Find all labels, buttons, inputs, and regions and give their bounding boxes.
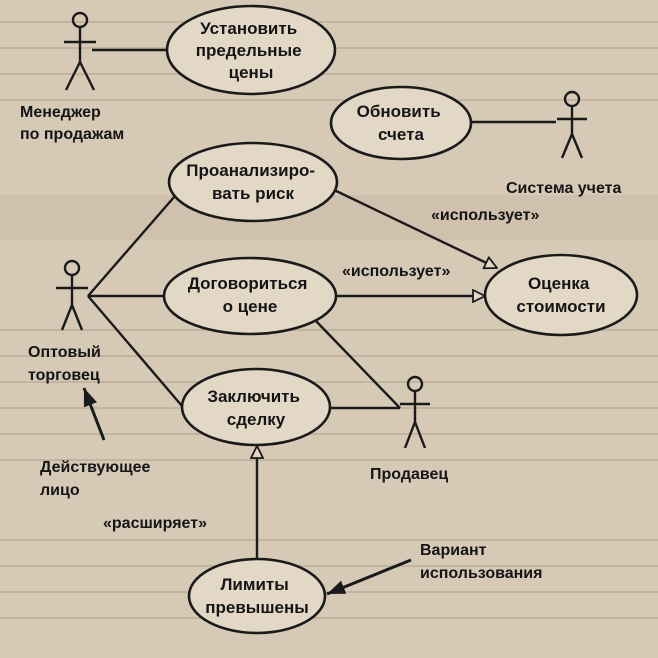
actor-salesperson-icon [400,375,430,449]
assoc-trader-analyze [87,195,176,297]
use-case-set-limits [165,4,337,96]
actor-accounting-system-icon [557,90,587,159]
use-case-close-deal [180,367,332,447]
actor-label-sales-manager: Менеджер по продажам [20,104,124,143]
actor-label-accounting-system: Система учета [506,180,621,197]
use-case-value-estimate [483,253,639,337]
actor-label-salesperson: Продавец [370,466,448,483]
callout-label-actor: Действующее лицо [40,459,155,499]
use-case-negotiate-price [162,256,338,336]
actor-sales-manager-icon [64,11,96,91]
assoc-trader-close [87,295,183,407]
callout-arrow-actor [82,387,106,441]
use-case-label-set-limits: Установить предельные цены [196,19,307,82]
assoc-salesperson-negotiate [314,319,401,409]
stereotype-uses-1: «использует» [431,207,539,224]
use-case-label-value-estimate: Оценка стоимости [516,274,605,316]
stereotype-extends: «расширяет» [103,515,207,532]
actor-wholesale-trader-icon [56,259,88,331]
background-texture [0,21,658,619]
callout-label-use-case: Вариант использования [420,542,542,582]
use-case-label-close-deal: Заключить сделку [207,387,304,429]
stereotype-uses-2: «использует» [342,263,450,280]
use-case-label-analyze-risk: Проанализиро- вать риск [186,161,319,203]
use-case-label-negotiate-price: Договориться о цене [188,274,312,316]
use-case-label-update-accounts: Обновить счета [357,102,446,144]
callout-arrow-use-case [326,558,412,596]
use-case-limits-exceeded [187,557,327,635]
use-case-update-accounts [329,85,473,161]
uses-arrow-analyze-to-estimate [329,186,497,268]
actor-label-wholesale-trader: Оптовый торговец [28,344,105,384]
use-case-label-limits-exceeded: Лимиты превышены [205,575,309,617]
use-case-analyze-risk [167,141,339,223]
